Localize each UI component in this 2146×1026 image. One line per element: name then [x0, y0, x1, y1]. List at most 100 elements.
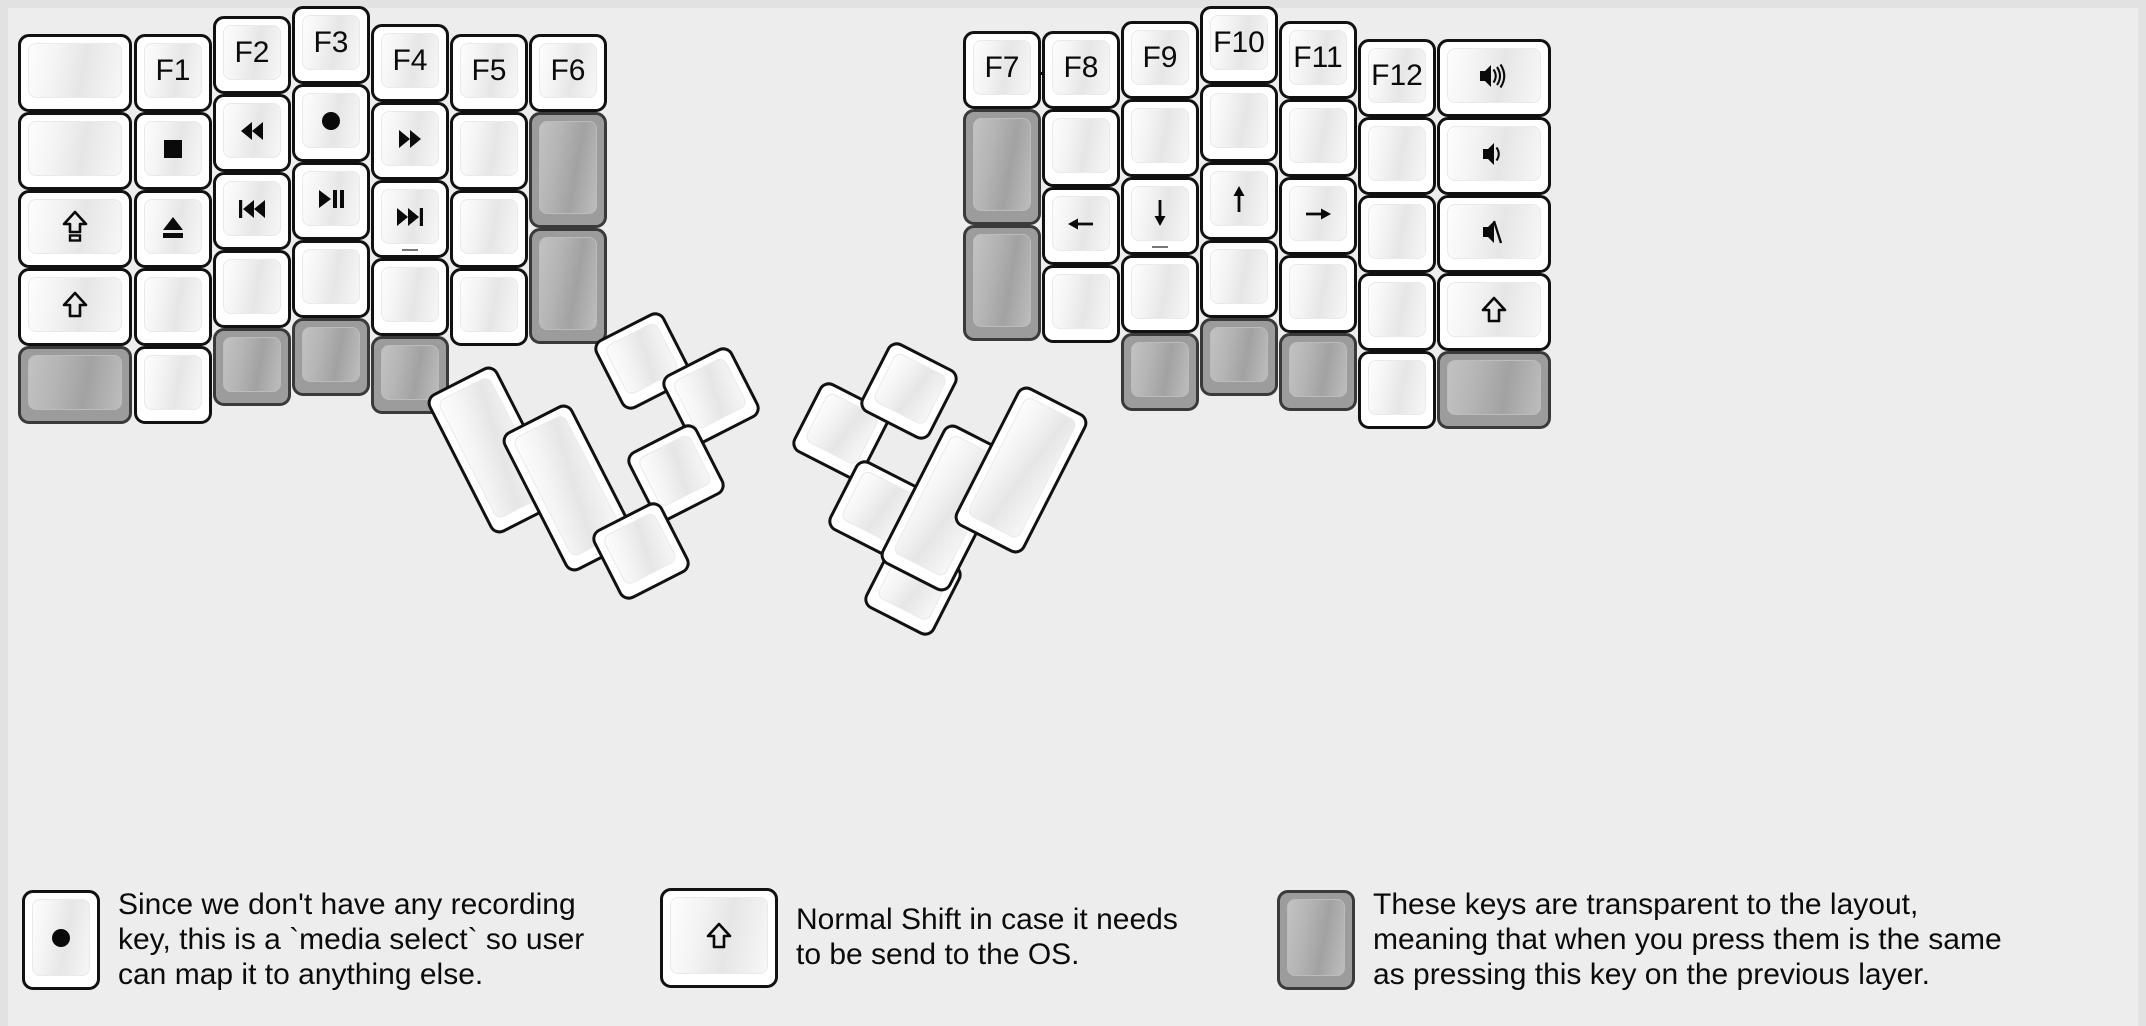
keycap-face	[223, 259, 281, 314]
key-caps-lock[interactable]	[18, 190, 132, 268]
key-media-stop[interactable]	[134, 112, 212, 190]
key-f1[interactable]: F1	[134, 34, 212, 112]
key-transparent-bottom[interactable]	[371, 336, 449, 414]
keycap-face	[302, 93, 360, 148]
key-blank-r4[interactable]	[1042, 265, 1120, 343]
key-f7[interactable]: F7	[963, 31, 1041, 109]
key-f3[interactable]: F3	[292, 6, 370, 84]
key-blank-r4[interactable]	[1200, 240, 1278, 318]
key-blank-r2[interactable]	[1200, 84, 1278, 162]
key-blank-r3[interactable]	[450, 190, 528, 268]
key-blank-r4[interactable]	[213, 250, 291, 328]
key-arrow-left[interactable]	[1042, 187, 1120, 265]
key-f10[interactable]: F10	[1200, 6, 1278, 84]
key-transparent-bottom[interactable]	[1279, 333, 1357, 411]
key-blank-r1[interactable]	[18, 34, 132, 112]
key-media-rewind[interactable]	[213, 94, 291, 172]
key-f9[interactable]: F9	[1121, 21, 1199, 99]
key-transparent-tall-2[interactable]	[963, 225, 1041, 341]
caps-lock-icon	[55, 207, 95, 247]
key-label: F11	[1293, 40, 1343, 74]
keycap-face	[539, 121, 597, 214]
key-transparent-bottom[interactable]	[213, 328, 291, 406]
keycap-face	[381, 267, 439, 322]
keycap-face	[223, 103, 281, 158]
note-normal-shift: Normal Shift in case it needs to be send…	[660, 888, 1178, 988]
key-transparent-bottom[interactable]	[1437, 351, 1551, 429]
keycap-face	[381, 189, 439, 251]
keycap-face	[1447, 48, 1541, 103]
legend-key-swatch	[1277, 890, 1355, 991]
key-transparent-bottom[interactable]	[292, 318, 370, 396]
keycap-face	[28, 199, 122, 254]
key-arrow-down[interactable]	[1121, 177, 1199, 255]
key-label: F7	[984, 50, 1020, 84]
key-volume-mute[interactable]	[1437, 195, 1551, 273]
key-blank-r4[interactable]	[1279, 255, 1357, 333]
keycap-face	[1052, 118, 1110, 173]
key-f2[interactable]: F2	[213, 16, 291, 94]
keycap-face	[1368, 360, 1426, 415]
key-volume-down[interactable]	[1437, 117, 1551, 195]
key-transparent-tall-1[interactable]	[963, 109, 1041, 225]
key-label: F8	[1063, 50, 1099, 84]
key-f5[interactable]: F5	[450, 34, 528, 112]
key-media-fast-forward[interactable]	[371, 102, 449, 180]
key-volume-up[interactable]	[1437, 39, 1551, 117]
media-fast-forward-icon	[390, 119, 430, 159]
legend-key-swatch	[22, 890, 100, 991]
key-transparent-bottom[interactable]	[18, 346, 132, 424]
key-blank-r4[interactable]	[292, 240, 370, 318]
key-blank-r3[interactable]	[1358, 195, 1436, 273]
note-text: Normal Shift in case it needs to be send…	[796, 903, 1178, 971]
arrow-right-icon	[1298, 194, 1338, 234]
key-label: F10	[1213, 25, 1265, 59]
key-f11[interactable]: F11	[1279, 21, 1357, 99]
key-blank-r4[interactable]	[1358, 273, 1436, 351]
key-blank-r4[interactable]	[134, 268, 212, 346]
keycap-face	[144, 355, 202, 410]
key-f8[interactable]: F8	[1042, 31, 1120, 109]
key-blank-r4[interactable]	[1121, 255, 1199, 333]
key-blank-r2[interactable]	[1121, 99, 1199, 177]
note-text: These keys are transparent to the layout…	[1373, 888, 2002, 991]
key-blank-r2[interactable]	[18, 112, 132, 190]
key-label: F5	[471, 53, 507, 87]
key-blank-r2[interactable]	[1042, 109, 1120, 187]
keycap-face	[1447, 204, 1541, 259]
media-record-icon	[311, 101, 351, 141]
key-arrow-up[interactable]	[1200, 162, 1278, 240]
keycap-face: F12	[1368, 48, 1426, 103]
keycap-face	[1368, 126, 1426, 181]
key-arrow-right[interactable]	[1279, 177, 1357, 255]
keycap-face	[28, 43, 122, 98]
key-transparent-tall-1[interactable]	[529, 112, 607, 228]
keycap-face	[302, 249, 360, 304]
volume-up-icon	[1474, 56, 1514, 96]
key-shift[interactable]	[18, 268, 132, 346]
keycap-face: F6	[539, 43, 597, 98]
key-f12[interactable]: F12	[1358, 39, 1436, 117]
key-blank-r5[interactable]	[1358, 351, 1436, 429]
sublegend-dash	[1152, 245, 1168, 248]
key-f4[interactable]: F4	[371, 24, 449, 102]
key-media-play-pause[interactable]	[292, 162, 370, 240]
key-transparent-tall-2[interactable]	[529, 228, 607, 344]
key-blank-r4[interactable]	[371, 258, 449, 336]
key-media-eject[interactable]	[134, 190, 212, 268]
shift-icon	[699, 916, 739, 956]
key-blank-r2[interactable]	[1279, 99, 1357, 177]
key-transparent-bottom[interactable]	[1200, 318, 1278, 396]
keycap-face	[223, 337, 281, 392]
key-transparent-bottom[interactable]	[1121, 333, 1199, 411]
key-blank-r2[interactable]	[1358, 117, 1436, 195]
key-media-record[interactable]	[292, 84, 370, 162]
key-media-prev-track[interactable]	[213, 172, 291, 250]
key-blank-r5[interactable]	[134, 346, 212, 424]
key-f6[interactable]: F6	[529, 34, 607, 112]
key-shift[interactable]	[1437, 273, 1551, 351]
key-blank-r4[interactable]	[450, 268, 528, 346]
note-media-select: Since we don't have any recording key, t…	[22, 888, 584, 992]
key-blank-r2[interactable]	[450, 112, 528, 190]
key-media-next-track[interactable]	[371, 180, 449, 258]
